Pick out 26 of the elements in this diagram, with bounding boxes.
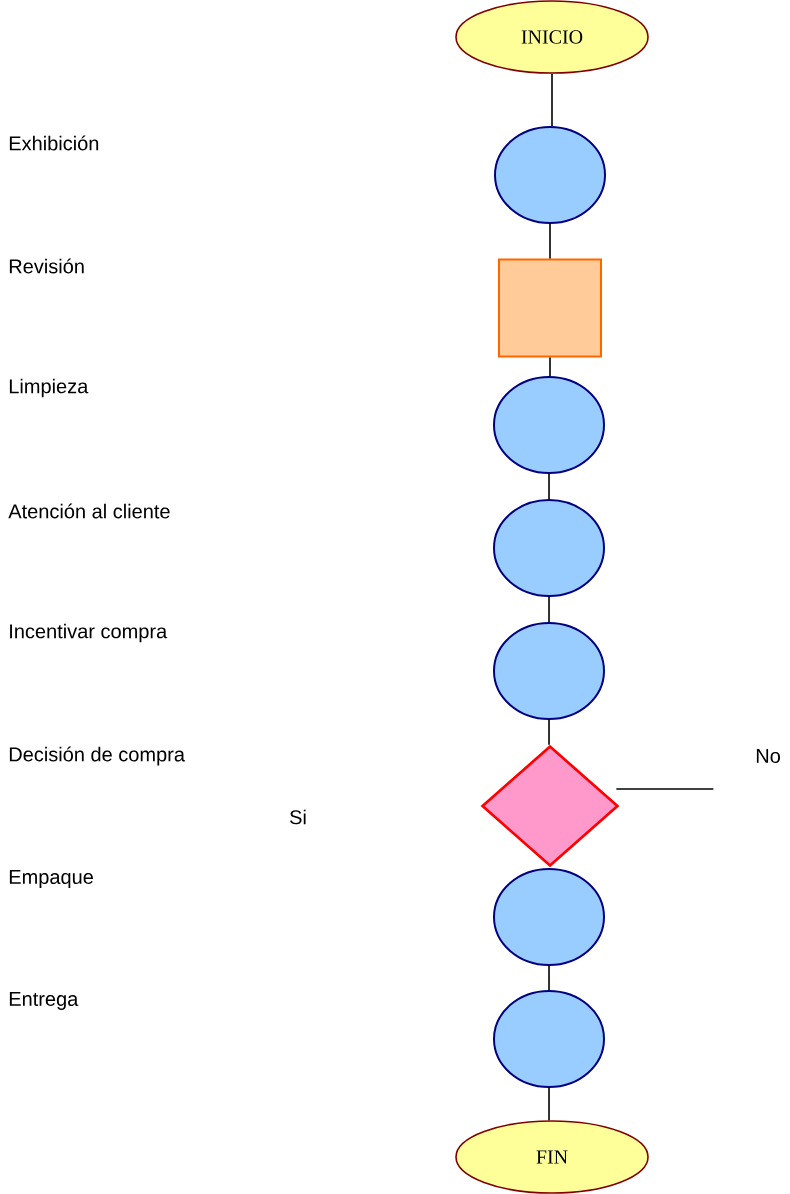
step-label: Si	[290, 809, 306, 825]
connector-line	[548, 1087, 550, 1121]
connector-line	[549, 223, 551, 260]
step-label: Limpieza	[9, 378, 89, 398]
connector-line	[548, 965, 550, 991]
connector-line	[549, 356, 551, 377]
step-label: Exhibición	[9, 135, 99, 151]
process-circle	[493, 622, 605, 720]
step-label: Revisión	[9, 258, 84, 274]
connector-line	[548, 596, 550, 623]
connector-line	[548, 719, 550, 746]
process-circle	[494, 126, 606, 224]
process-box	[498, 258, 602, 358]
step-label: Empaque	[9, 870, 93, 888]
step-label: Atención al cliente	[8, 503, 170, 519]
connector-line	[548, 473, 550, 500]
connector-line	[551, 73, 553, 127]
process-circle	[493, 868, 605, 966]
step-label: Incentivar compra	[10, 623, 168, 643]
step-label: Entrega	[9, 992, 79, 1010]
step-label: Decisión de compra	[9, 746, 185, 766]
process-circle	[493, 499, 605, 597]
step-label: No	[756, 749, 780, 763]
connector-line	[615, 788, 715, 790]
process-circle	[493, 990, 605, 1088]
process-circle	[493, 376, 605, 474]
